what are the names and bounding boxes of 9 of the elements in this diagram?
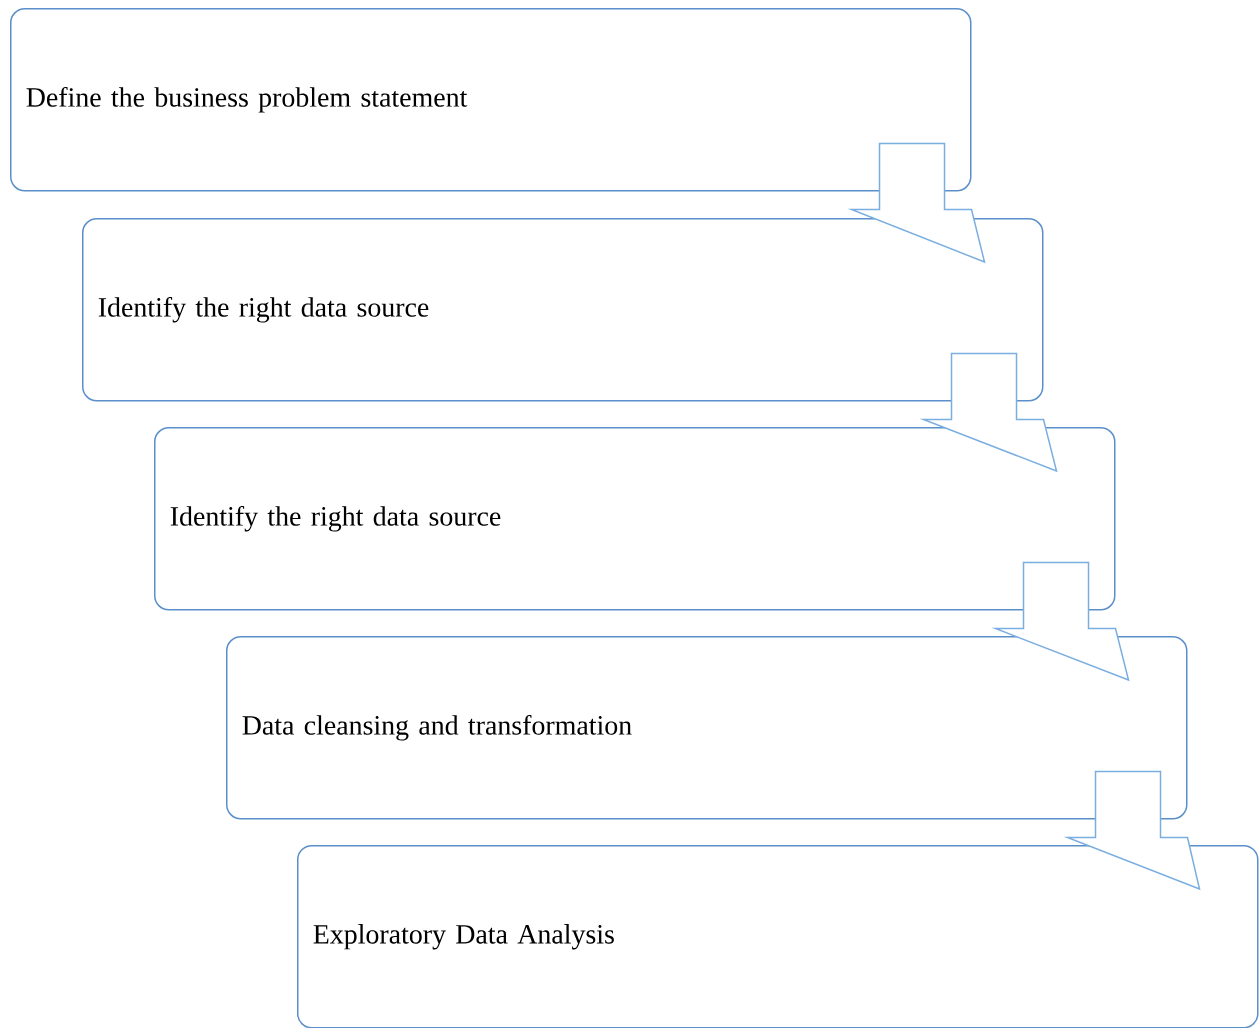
block-arrow [919, 352, 1058, 473]
process-box: Identify the right data source [82, 218, 1044, 402]
process-box: Identify the right data source [154, 427, 1116, 611]
process-box: Data cleansing and transformation [226, 636, 1188, 820]
process-box: Define the business problem statement [10, 8, 972, 192]
block-arrow [991, 561, 1130, 682]
process-box: Exploratory Data Analysis [297, 845, 1259, 1028]
block-arrow [1063, 770, 1201, 891]
block-arrow [847, 142, 986, 264]
